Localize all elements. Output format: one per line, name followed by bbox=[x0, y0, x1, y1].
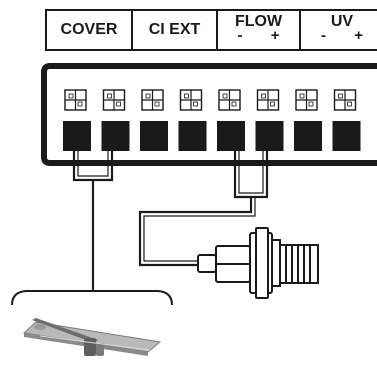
cover-wire-inner bbox=[77, 143, 109, 177]
label-ci-ext: CI EXT bbox=[131, 9, 218, 51]
label-cover-text: COVER bbox=[60, 21, 118, 38]
label-flow: FLOW - + bbox=[216, 9, 301, 51]
terminal-block-4 bbox=[178, 121, 207, 151]
terminal-screw-7 bbox=[295, 89, 318, 111]
uv-plus-sign: + bbox=[354, 27, 363, 44]
cover-sensor-icon bbox=[22, 318, 162, 356]
terminal-screw-3 bbox=[141, 89, 164, 111]
label-uv-polarity: - + bbox=[321, 27, 363, 44]
flow-wire-lead bbox=[138, 197, 253, 267]
flow-minus-sign: - bbox=[237, 27, 243, 44]
flow-wire-lead-inner bbox=[143, 197, 256, 262]
terminal-block-3 bbox=[140, 121, 168, 151]
terminal-screw-5 bbox=[218, 89, 241, 111]
label-flow-polarity: - + bbox=[237, 27, 280, 44]
terminal-block-1 bbox=[63, 121, 91, 151]
label-flow-text: FLOW bbox=[234, 13, 283, 30]
flow-switch-icon bbox=[197, 227, 319, 299]
terminal-screw-8 bbox=[333, 89, 357, 111]
terminal-block-5 bbox=[217, 121, 245, 151]
terminal-strip bbox=[63, 89, 361, 151]
flow-plus-sign: + bbox=[270, 27, 280, 44]
label-ci-ext-text: CI EXT bbox=[148, 21, 201, 38]
terminal-screw-4 bbox=[179, 89, 203, 111]
uv-minus-sign: - bbox=[321, 27, 326, 44]
label-uv-text: UV bbox=[330, 13, 354, 30]
terminal-block-6 bbox=[255, 121, 284, 151]
terminal-block-8 bbox=[332, 121, 361, 151]
terminal-screw-1 bbox=[64, 89, 87, 111]
terminal-screw-6 bbox=[256, 89, 280, 111]
flow-wire-inner bbox=[238, 143, 264, 194]
terminal-board-outline bbox=[41, 63, 377, 166]
terminal-block-7 bbox=[294, 121, 322, 151]
terminal-screw-2 bbox=[102, 89, 126, 111]
terminal-block-2 bbox=[101, 121, 130, 151]
label-cover: COVER bbox=[45, 9, 133, 51]
flow-wire-loop bbox=[233, 143, 269, 199]
label-uv: UV - + bbox=[299, 9, 377, 51]
cover-brace bbox=[11, 290, 173, 306]
